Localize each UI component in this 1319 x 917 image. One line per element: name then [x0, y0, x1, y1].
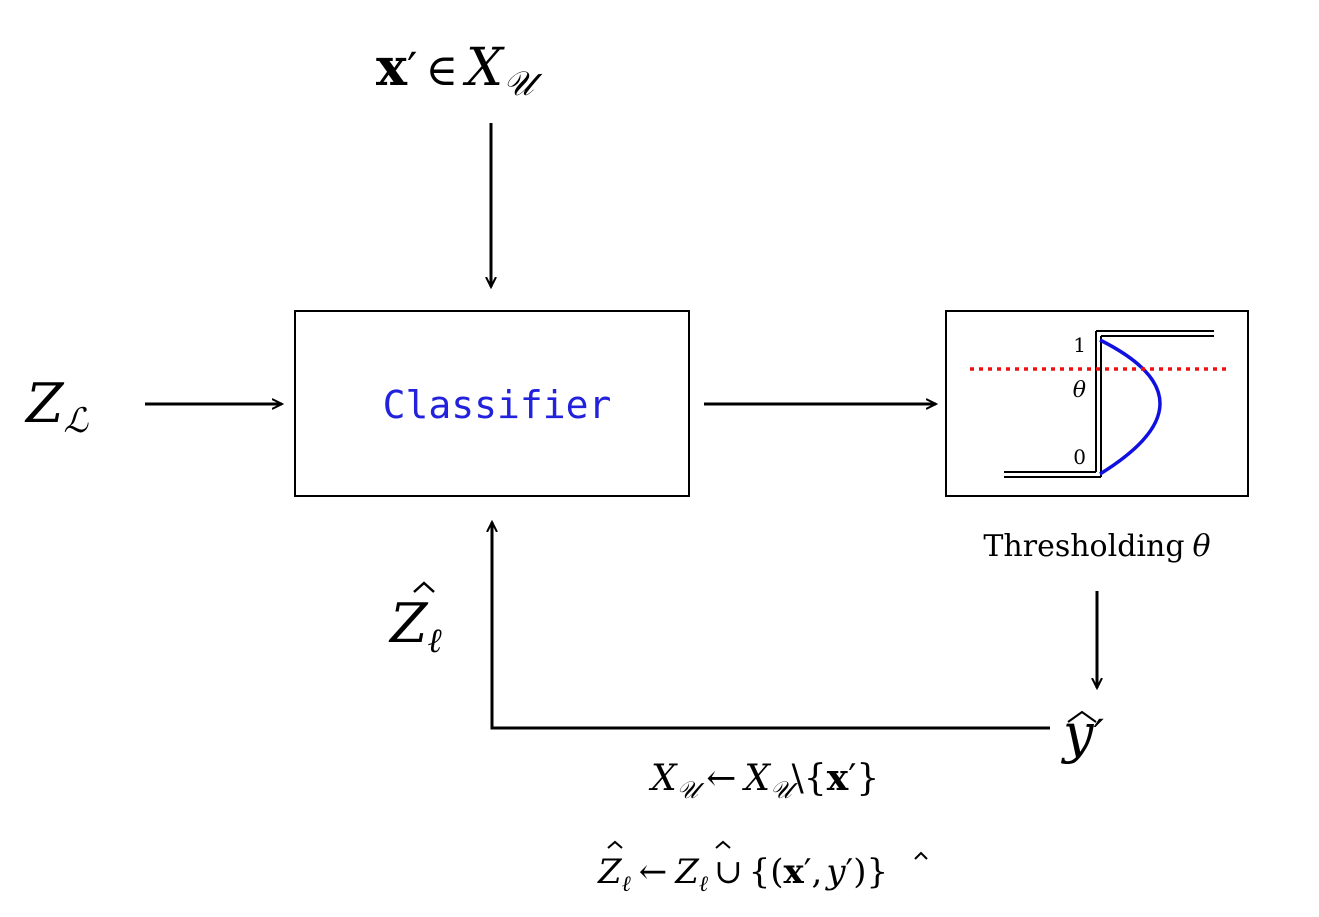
u1-x-sub: 𝒰 [677, 776, 705, 804]
svg-text:Zℓ←Zℓ∪{(x′,y′)}: Zℓ←Zℓ∪{(x′,y′)} [597, 852, 888, 897]
u1-close: } [856, 758, 879, 799]
zhat-symbol: Z [388, 592, 429, 655]
thresholding-word: Thresholding [983, 529, 1184, 564]
u2-close: )} [853, 852, 888, 892]
u2-hat-z2 [715, 840, 731, 849]
u2-y: y [824, 852, 846, 892]
predicted-label: y′ [1061, 702, 1105, 765]
x-set-symbol: X [462, 38, 505, 98]
thresholding-caption: Thresholding θ [983, 529, 1210, 564]
u2-x-prime: ′ [804, 852, 812, 892]
confidence-curve [1099, 338, 1162, 476]
thresholding-theta: θ [1193, 529, 1211, 564]
zhat-hat [413, 581, 435, 593]
tick-zero: 0 [1073, 445, 1086, 469]
y-symbol: y [1061, 702, 1095, 765]
u2-open: {( [749, 852, 784, 892]
update-rule-pseudo-labeled: Zℓ←Zℓ∪{(x′,y′)} [597, 840, 928, 897]
u2-comma: , [812, 852, 823, 892]
z-subscript: ℒ [64, 401, 90, 441]
u1-setminus: \{ [792, 758, 827, 799]
u1-arrow: ← [706, 758, 736, 799]
svg-text:Zℒ: Zℒ [24, 372, 90, 441]
classifier-box [294, 310, 690, 497]
x-set-subscript: 𝒰 [503, 64, 543, 104]
u1-prime: ′ [848, 758, 856, 799]
u2-y-prime: ′ [846, 852, 854, 892]
x-prime: ′ [407, 42, 417, 96]
z-symbol: Z [24, 372, 65, 435]
u2-z-2: Z [674, 852, 700, 892]
svg-text:Zℓ: Zℓ [388, 592, 442, 661]
svg-text:y′: y′ [1061, 702, 1105, 765]
u2-z-sub: ℓ [622, 872, 632, 897]
feedback-loop [492, 522, 1050, 730]
zhat-subscript: ℓ [428, 621, 442, 661]
svg-text:x′∈X𝒰: x′∈X𝒰 [376, 37, 543, 104]
u2-union: ∪ [714, 852, 743, 892]
u2-hat-z1 [607, 840, 623, 849]
in-symbol: ∈ [425, 45, 458, 96]
u2-z: Z [597, 852, 623, 892]
x-bold: x [376, 37, 408, 98]
labeled-set-label: Zℒ [24, 372, 90, 441]
y-wide-hat [1067, 710, 1097, 723]
u1-x-set: X [648, 758, 678, 799]
threshold-box [945, 310, 1249, 497]
unlabeled-sample-label: x′∈X𝒰 [376, 37, 543, 104]
update-rule-unlabeled: X𝒰←X𝒰\{x′} [648, 757, 879, 804]
u2-x-bold: x [784, 852, 805, 892]
u2-z-sub-2: ℓ [699, 872, 709, 897]
u2-arrow: ← [639, 852, 668, 892]
u1-x-bold: x [827, 757, 849, 799]
classifier-label: Classifier [383, 383, 612, 427]
svg-text:X𝒰←X𝒰\{x′}: X𝒰←X𝒰\{x′} [648, 757, 879, 804]
pseudo-labeled-set-label: Zℓ [388, 581, 442, 661]
u2-hat-y [914, 851, 928, 860]
tick-theta: θ [1073, 378, 1086, 403]
y-prime: ′ [1094, 709, 1105, 763]
tick-one: 1 [1073, 333, 1086, 357]
u1-x-set-2: X [741, 758, 771, 799]
step-function [1004, 330, 1214, 478]
